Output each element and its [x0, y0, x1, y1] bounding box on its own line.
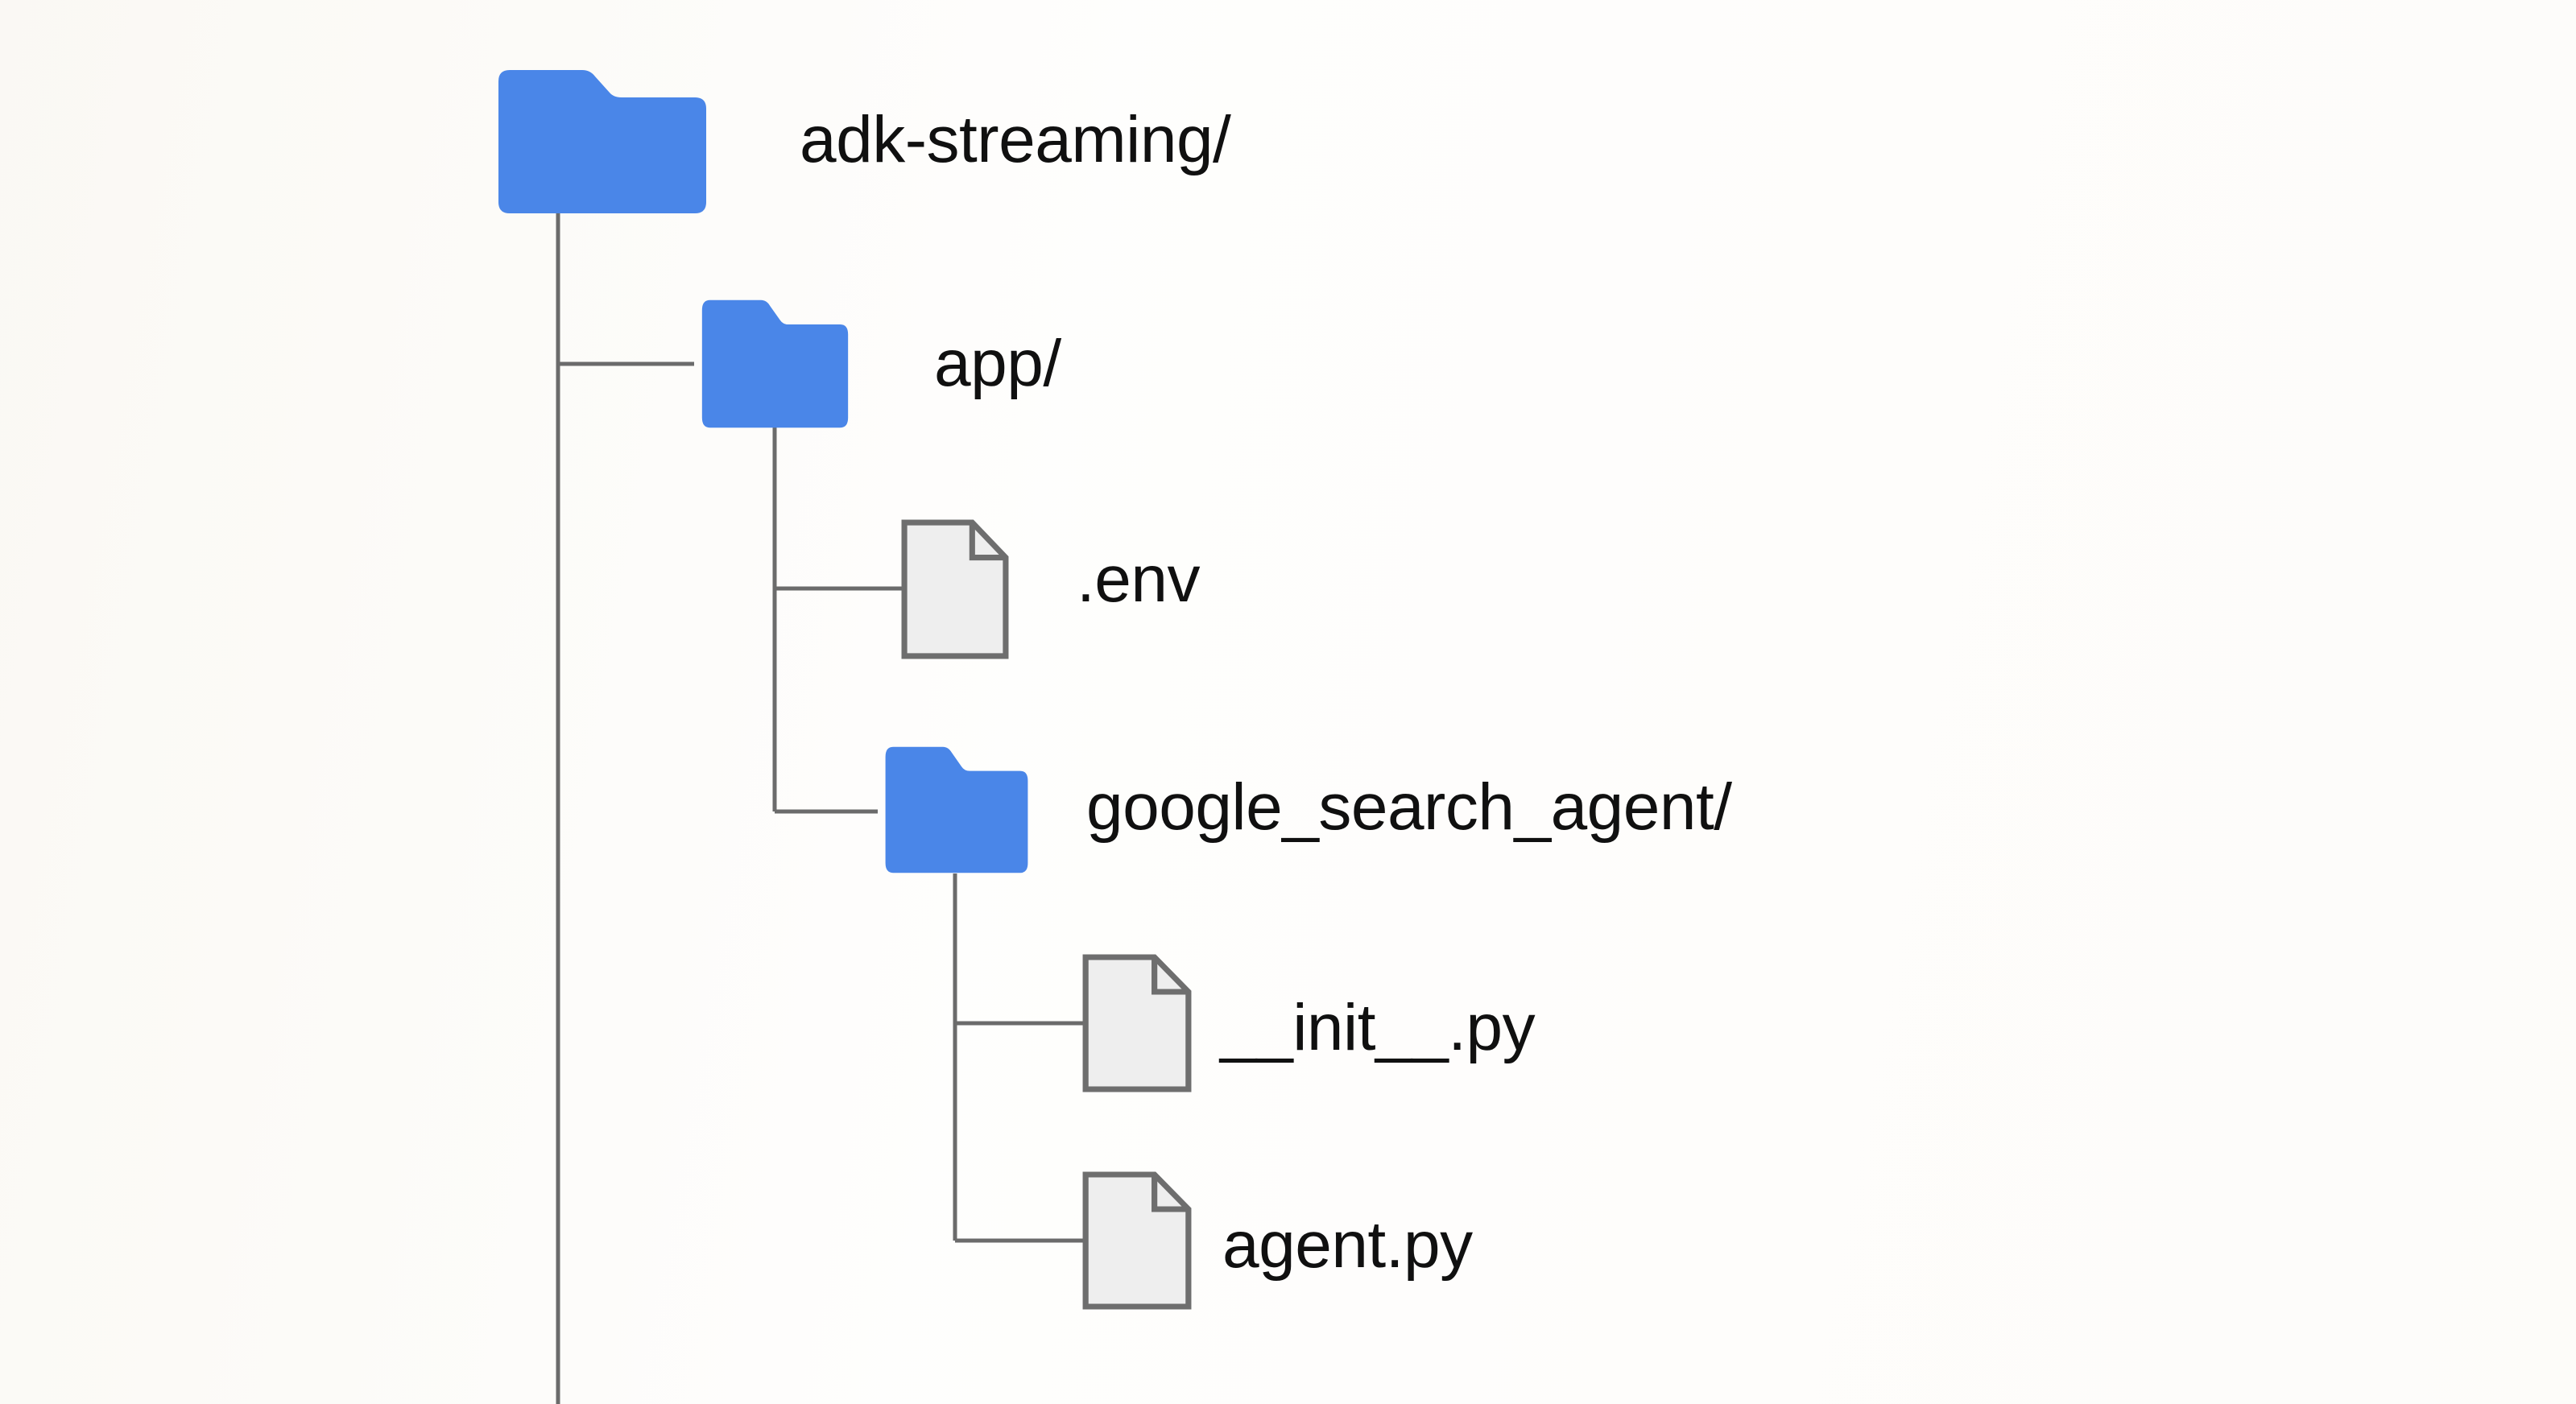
file-icon[interactable] — [1085, 1175, 1189, 1307]
folder-icon[interactable] — [498, 70, 706, 213]
folder-icon[interactable] — [885, 746, 1028, 873]
file-icon[interactable] — [904, 522, 1006, 656]
node-label-google-search-agent[interactable]: google_search_agent/ — [1086, 770, 1732, 844]
node-label-adk-streaming[interactable]: adk-streaming/ — [800, 103, 1231, 176]
node-label-env[interactable]: .env — [1077, 543, 1201, 616]
node-label-app[interactable]: app/ — [934, 327, 1061, 400]
node-icons — [498, 70, 1189, 1307]
node-label-init-py[interactable]: __init__.py — [1220, 991, 1536, 1064]
folder-icon[interactable] — [701, 299, 849, 428]
node-label-agent-py[interactable]: agent.py — [1222, 1208, 1473, 1282]
file-icon[interactable] — [1085, 957, 1189, 1089]
connector-lines — [556, 213, 1083, 1404]
